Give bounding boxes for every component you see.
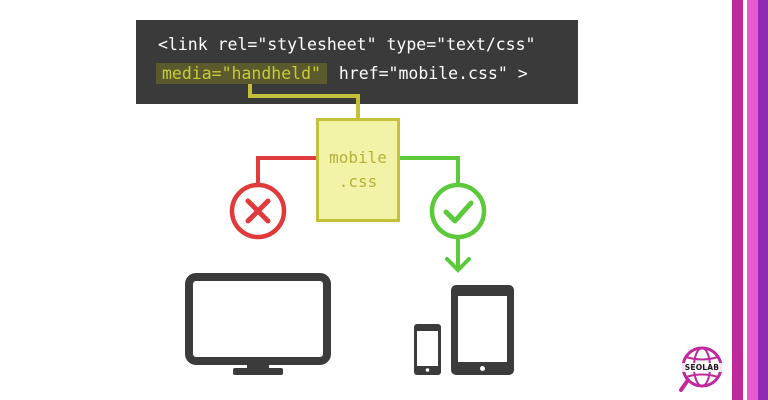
decorative-stripes — [732, 0, 768, 400]
check-circle-icon — [429, 182, 487, 240]
stripe-magenta — [732, 0, 743, 400]
stripe-purple — [758, 0, 768, 400]
stripe-white — [743, 0, 747, 400]
mobile-css-file: mobile .css — [316, 118, 400, 222]
file-name-line-2: .css — [338, 172, 378, 191]
arrow-down-icon — [445, 238, 471, 273]
reject-connector — [256, 156, 316, 183]
file-name-line-1: mobile — [329, 148, 387, 167]
code-snippet: <link rel="stylesheet" type="text/css" m… — [136, 20, 578, 104]
code-line-1: <link rel="stylesheet" type="text/css" — [158, 35, 536, 54]
href-attribute: href="mobile.css" > — [338, 64, 528, 83]
code-line-2: media="handheld" href="mobile.css" > — [156, 63, 604, 85]
smartphone-icon — [414, 324, 441, 375]
desktop-monitor-icon — [185, 273, 331, 375]
tablet-icon — [451, 285, 514, 375]
media-attribute-highlight: media="handheld" — [156, 63, 327, 84]
highlight-connector — [248, 84, 360, 118]
x-circle-icon — [229, 182, 287, 240]
seolab-logo: SEOLAB — [677, 344, 727, 394]
accept-connector — [400, 156, 460, 183]
logo-text: SEOLAB — [677, 363, 727, 372]
stripe-pink — [747, 0, 758, 400]
